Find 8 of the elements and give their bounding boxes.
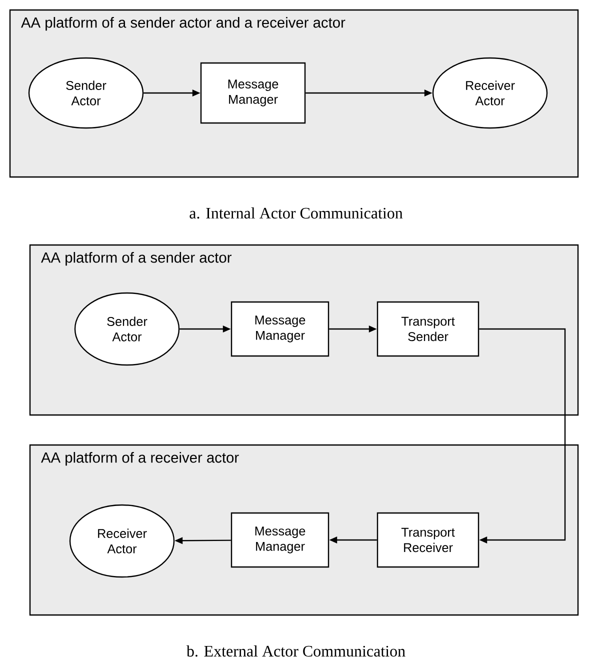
process-box: Message Manager <box>230 512 330 568</box>
figure-caption: a. Internal Actor Communication <box>190 207 403 219</box>
process-box: Transport Sender <box>376 301 480 357</box>
process-box: Message Manager <box>230 301 330 357</box>
arrow <box>479 328 566 544</box>
process-box: Message Manager <box>200 62 306 124</box>
process-box: Transport Receiver <box>376 512 480 568</box>
figure-caption: b. External Actor Communication <box>186 645 406 657</box>
